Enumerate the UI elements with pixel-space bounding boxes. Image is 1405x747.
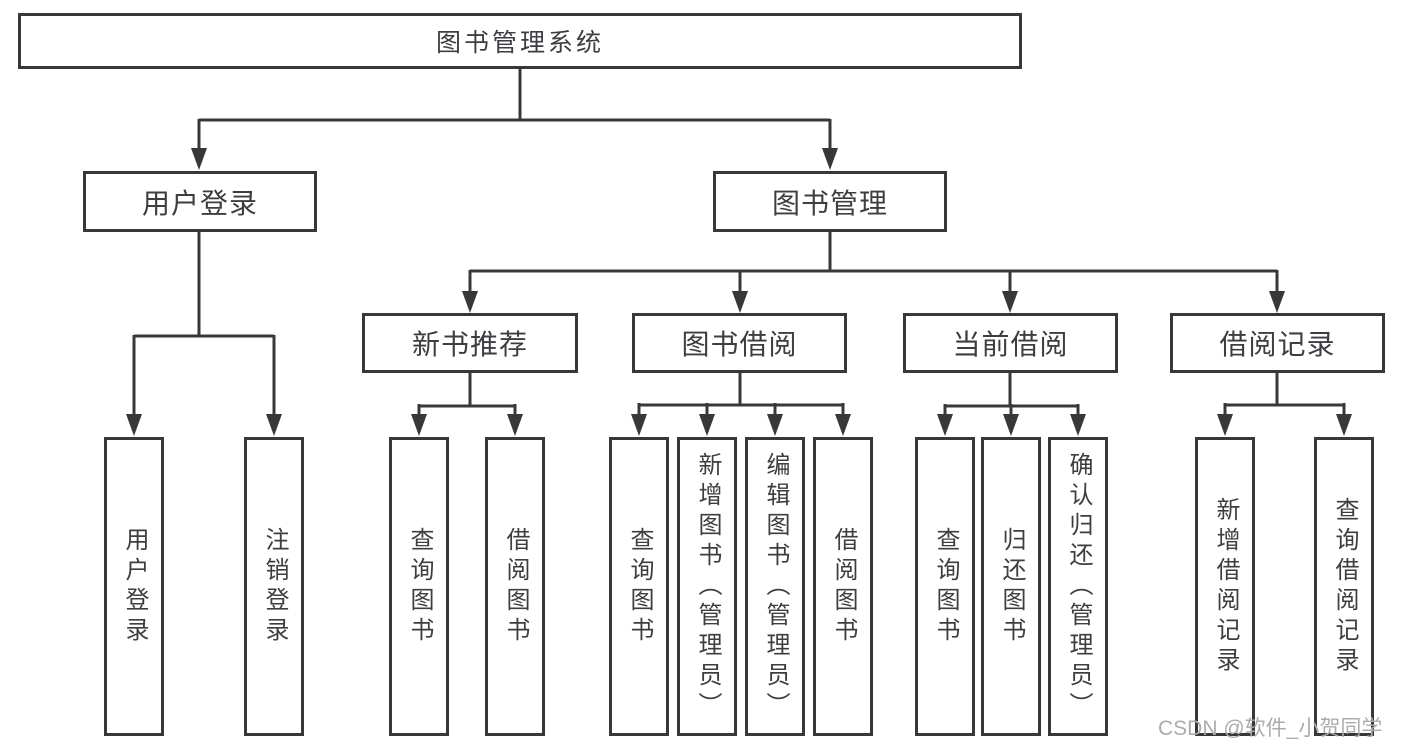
node-label: 查询图书 [932,526,959,647]
leaf-borrow-books: 借阅图书 [485,437,545,736]
node-book-borrowing: 图书借阅 [632,313,847,373]
leaf-query-borrow-record: 查询借阅记录 [1314,437,1374,736]
node-label: 归还图书 [998,526,1025,647]
leaf-confirm-return-admin: 确认归还（管理员） [1048,437,1108,736]
leaf-return-books: 归还图书 [981,437,1041,736]
node-label: 新增图书（管理员） [694,451,721,722]
node-label: 用户登录 [121,526,148,647]
leaf-query-books: 查询图书 [609,437,669,736]
node-label: 借阅记录 [1219,329,1336,360]
node-label: 编辑图书（管理员） [762,451,789,722]
leaf-logout: 注销登录 [244,437,304,736]
node-book-management: 图书管理 [713,171,947,232]
leaf-user-login: 用户登录 [104,437,164,736]
node-label: 图书借阅 [681,329,798,360]
leaf-add-borrow-record: 新增借阅记录 [1195,437,1255,736]
node-label: 查询图书 [406,526,433,647]
leaf-add-books-admin: 新增图书（管理员） [677,437,737,736]
node-label: 图书管理系统 [435,29,604,57]
node-user-login: 用户登录 [83,171,317,232]
csdn-watermark: CSDN @软件_小贺同学 [1158,717,1383,740]
node-borrowing-records: 借阅记录 [1170,313,1385,373]
node-current-borrowing: 当前借阅 [903,313,1118,373]
node-label: 新增借阅记录 [1212,496,1239,677]
node-label: 借阅图书 [830,526,857,647]
node-label: 借阅图书 [502,526,529,647]
leaf-query-books: 查询图书 [915,437,975,736]
leaf-edit-books-admin: 编辑图书（管理员） [745,437,805,736]
node-label: 用户登录 [141,187,258,219]
node-label: 确认归还（管理员） [1065,451,1092,722]
node-label: 注销登录 [261,526,288,647]
node-label: 查询借阅记录 [1331,496,1358,677]
node-new-book-recommendation: 新书推荐 [362,313,578,373]
node-label: 新书推荐 [411,329,528,360]
leaf-query-books: 查询图书 [389,437,449,736]
node-label: 图书管理 [771,187,888,219]
node-label: 当前借阅 [952,329,1069,360]
node-label: 查询图书 [626,526,653,647]
node-root: 图书管理系统 [18,13,1022,69]
leaf-borrow-books: 借阅图书 [813,437,873,736]
